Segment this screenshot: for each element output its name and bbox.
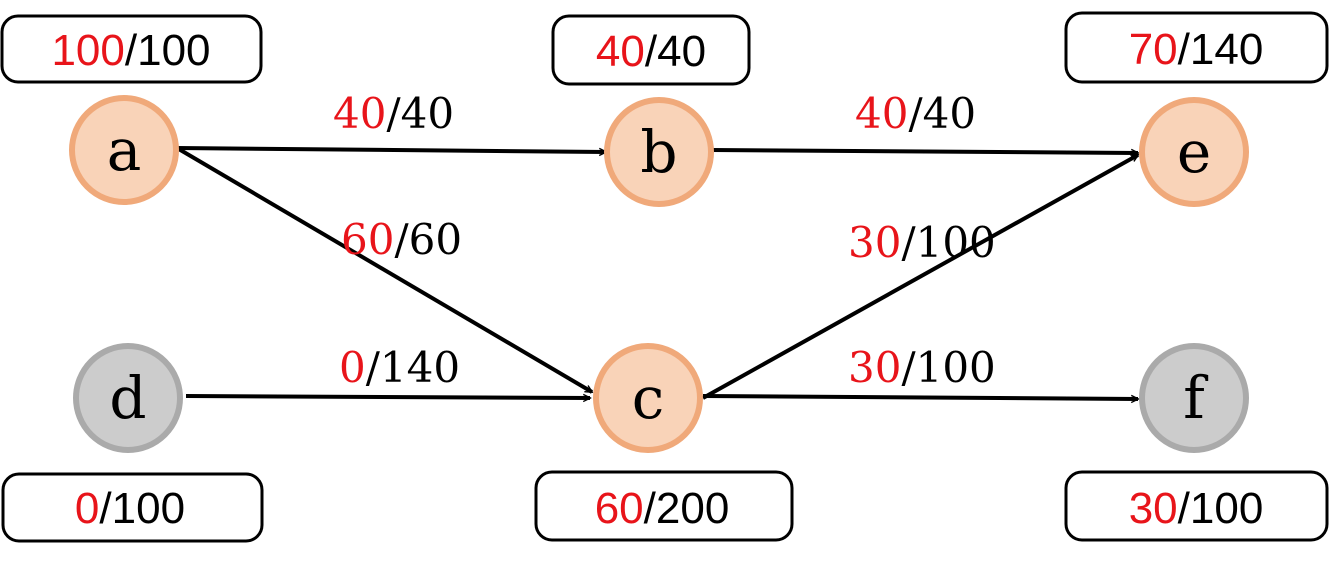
edge-sep: / bbox=[908, 89, 923, 138]
box-flow: 30 bbox=[1129, 484, 1178, 533]
edge-sep: / bbox=[366, 343, 381, 392]
capacity-box-d-text: 0/100 bbox=[75, 484, 185, 533]
capacity-box-b-text: 40/40 bbox=[596, 27, 706, 76]
box-sep: / bbox=[1178, 25, 1191, 74]
node-c-label: c bbox=[632, 364, 664, 432]
capacity-box-e-frame bbox=[1064, 11, 1329, 84]
box-capacity: 100 bbox=[112, 484, 185, 533]
edge-label-a-c: 60/60 bbox=[341, 215, 462, 264]
capacity-box-e: 70/140 bbox=[1064, 11, 1329, 84]
edge-capacity: 100 bbox=[916, 218, 996, 267]
box-sep: / bbox=[644, 484, 657, 533]
box-sep: / bbox=[1178, 484, 1191, 533]
capacity-box-c: 60/200 bbox=[534, 470, 794, 542]
node-d: d bbox=[73, 343, 183, 453]
capacity-box-c-frame bbox=[534, 470, 794, 542]
edge-capacity: 40 bbox=[401, 89, 454, 138]
node-e-circle bbox=[1139, 97, 1249, 207]
edge-capacity: 100 bbox=[916, 343, 996, 392]
capacity-box-e-text: 70/140 bbox=[1129, 25, 1264, 74]
capacity-box-b: 40/40 bbox=[551, 14, 751, 86]
capacity-box-a-frame bbox=[0, 14, 263, 84]
node-e-label: e bbox=[1177, 118, 1211, 186]
capacity-box-a: 100/100 bbox=[0, 14, 263, 84]
capacity-box-f: 30/100 bbox=[1064, 470, 1329, 542]
node-c-circle bbox=[593, 343, 703, 453]
box-sep: / bbox=[645, 27, 658, 76]
box-flow: 70 bbox=[1129, 25, 1178, 74]
edge-a-c bbox=[175, 146, 592, 394]
edge-d-c bbox=[185, 396, 590, 398]
edge-flow: 60 bbox=[341, 215, 394, 264]
box-capacity: 40 bbox=[657, 27, 706, 76]
box-sep: / bbox=[99, 484, 112, 533]
edge-c-f bbox=[702, 394, 1138, 399]
edge-capacity: 60 bbox=[409, 215, 462, 264]
edge-c-e bbox=[702, 153, 1138, 400]
node-d-label: d bbox=[109, 364, 146, 432]
edge-flow: 40 bbox=[333, 89, 386, 138]
edge-capacity: 40 bbox=[923, 89, 976, 138]
edge-label-b-e: 40/40 bbox=[855, 89, 976, 138]
box-capacity: 100 bbox=[1190, 484, 1263, 533]
capacity-box-d-frame bbox=[1, 472, 264, 543]
box-flow: 100 bbox=[51, 26, 124, 75]
edge-a-b bbox=[176, 146, 606, 152]
capacity-box-d: 0/100 bbox=[1, 472, 264, 543]
node-c: c bbox=[593, 343, 703, 453]
edge-label-c-f: 30/100 bbox=[848, 343, 996, 392]
edge-label-c-e: 30/100 bbox=[848, 218, 996, 267]
edge-label-d-c: 0/140 bbox=[339, 343, 460, 392]
edge-flow: 40 bbox=[855, 89, 908, 138]
node-a: a bbox=[69, 95, 179, 205]
node-e: e bbox=[1139, 97, 1249, 207]
edge-sep: / bbox=[901, 343, 916, 392]
node-a-label: a bbox=[107, 116, 142, 184]
edge-flow: 30 bbox=[848, 343, 901, 392]
edge-label-a-b: 40/40 bbox=[333, 89, 454, 138]
edge-b-e bbox=[711, 148, 1138, 153]
box-capacity: 100 bbox=[137, 26, 210, 75]
capacity-box-c-text: 60/200 bbox=[595, 484, 730, 533]
node-b-circle bbox=[604, 97, 714, 207]
node-d-circle bbox=[73, 343, 183, 453]
capacity-box-b-frame bbox=[551, 14, 751, 86]
capacity-box-f-frame bbox=[1064, 470, 1329, 542]
edge-flow: 30 bbox=[848, 218, 901, 267]
box-flow: 60 bbox=[595, 484, 644, 533]
capacity-box-f-text: 30/100 bbox=[1129, 484, 1264, 533]
edge-flow: 0 bbox=[339, 343, 366, 392]
node-f-circle bbox=[1139, 343, 1249, 453]
node-b-label: b bbox=[640, 118, 677, 186]
node-b: b bbox=[604, 97, 714, 207]
box-flow: 40 bbox=[596, 27, 645, 76]
box-capacity: 200 bbox=[656, 484, 729, 533]
node-f: f bbox=[1139, 343, 1249, 453]
edge-sep: / bbox=[394, 215, 409, 264]
edge-sep: / bbox=[901, 218, 916, 267]
box-capacity: 140 bbox=[1190, 25, 1263, 74]
edge-sep: / bbox=[386, 89, 401, 138]
capacity-box-a-text: 100/100 bbox=[51, 26, 210, 75]
node-f-label: f bbox=[1183, 364, 1208, 432]
box-flow: 0 bbox=[75, 484, 99, 533]
box-sep: / bbox=[125, 26, 138, 75]
edge-capacity: 140 bbox=[380, 343, 460, 392]
node-a-circle bbox=[69, 95, 179, 205]
